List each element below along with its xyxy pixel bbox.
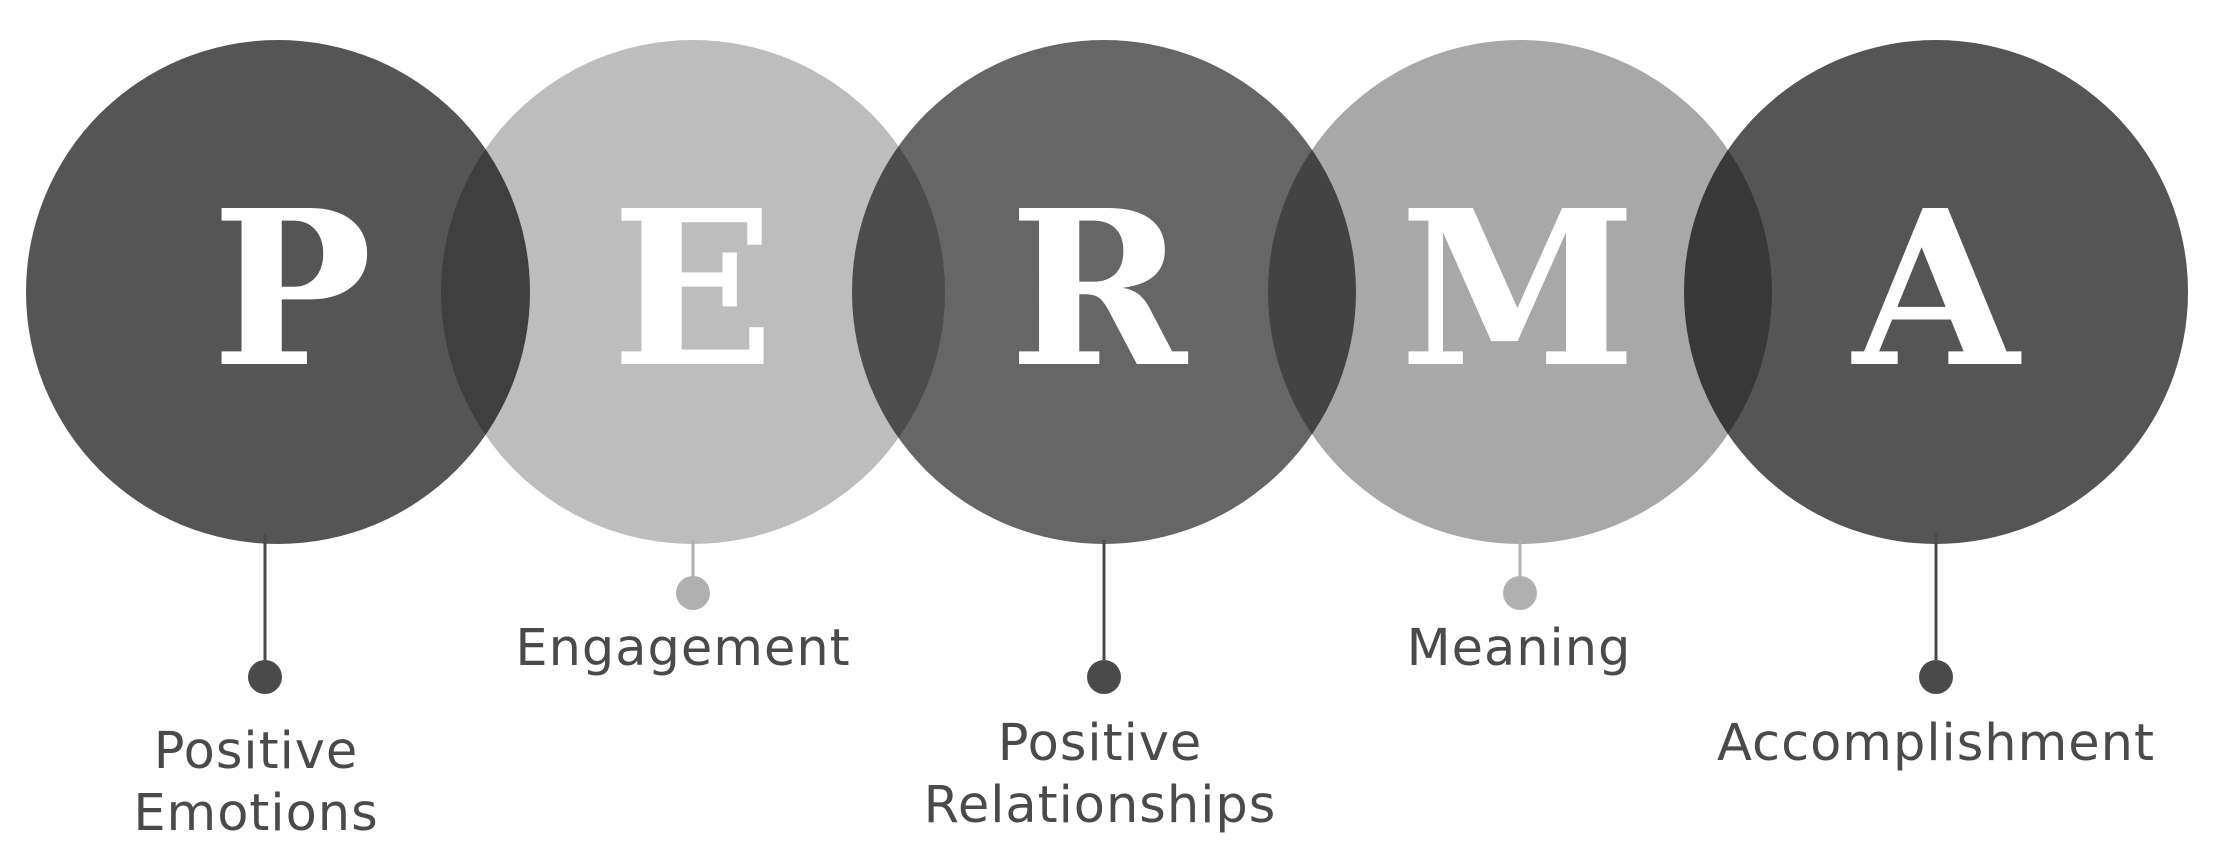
connector-dot-m [1503,576,1537,610]
letter-m: M [1400,164,1637,415]
label-p-line2: Emotions [133,784,378,843]
letters: P E R M A [212,164,2022,415]
connector-dot-p [248,660,282,694]
label-m: Meaning [1407,619,1632,678]
circle-r [852,40,1356,544]
letter-a: A [1851,164,2022,415]
letter-r: R [1009,164,1189,415]
circles [26,40,2188,544]
label-a: Accomplishment [1717,714,2155,773]
circle-e [441,40,945,544]
label-e: Engagement [515,619,850,678]
circle-a [1684,40,2188,544]
connector-dot-r [1087,660,1121,694]
label-r-line2: Relationships [924,776,1277,835]
letter-e: E [611,164,774,415]
connector-dot-e [676,576,710,610]
label-p-line1: Positive [154,722,359,781]
connector-dot-a [1919,660,1953,694]
label-r-line1: Positive [998,714,1203,773]
labels: Positive Emotions Engagement Positive Re… [133,619,2155,843]
circle-m [1268,40,1772,544]
connectors [248,534,1953,694]
letter-p: P [212,164,373,415]
circle-p [26,40,530,544]
